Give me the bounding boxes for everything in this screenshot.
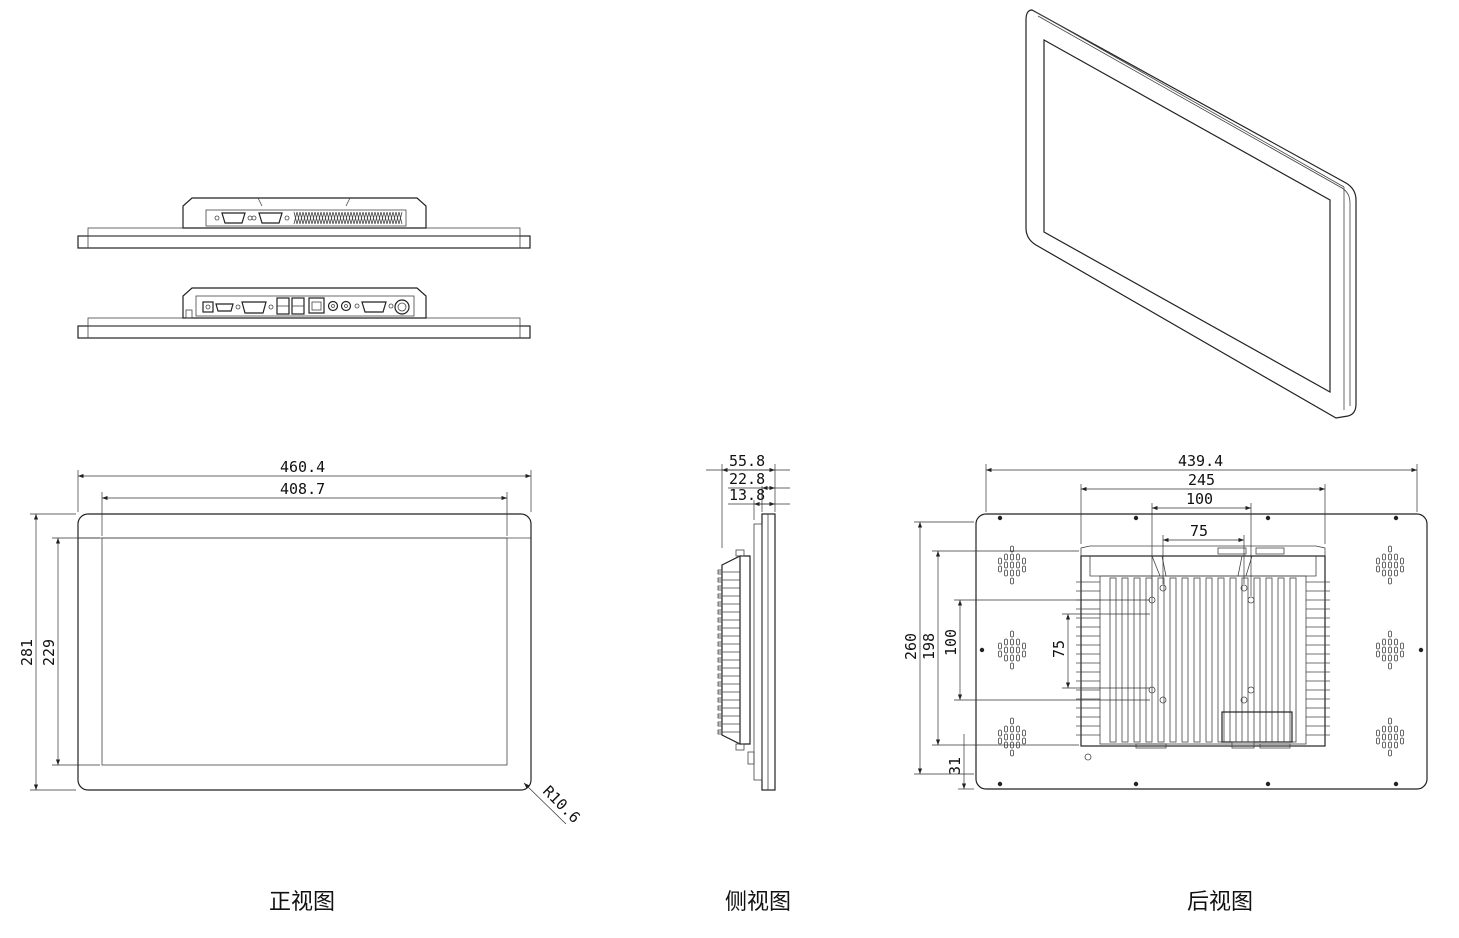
- dim-side-depth-mid: 22.8: [729, 470, 765, 488]
- speaker-grilles: [998, 545, 1404, 757]
- top-view-lower: [77, 287, 531, 339]
- dim-rear-vesa-100-v: 100: [942, 629, 960, 656]
- top-view-upper: [77, 197, 531, 249]
- serial-port-icon: [214, 212, 253, 224]
- screw-holes: [979, 515, 1424, 787]
- front-view: 460.4 408.7 281 229 R10.6: [18, 458, 584, 827]
- dim-front-width-outer: 460.4: [280, 458, 325, 476]
- dim-rear-width-outer: 439.4: [1178, 452, 1223, 470]
- heatsink-fins: [717, 569, 740, 735]
- dim-front-height-outer: 281: [18, 639, 36, 666]
- dim-rear-vesa-75-v: 75: [1050, 640, 1068, 658]
- dim-rear-width-mount: 245: [1188, 471, 1215, 489]
- side-view: 55.8 22.8 13.8: [706, 452, 790, 791]
- front-view-label: 正视图: [268, 890, 335, 915]
- dim-rear-bottom-offset: 31: [946, 757, 964, 775]
- dim-front-width-screen: 408.7: [280, 480, 325, 498]
- serial-port-icon: [251, 212, 290, 224]
- ethernet-port-icon: [308, 297, 325, 314]
- vent-grille: [293, 211, 403, 225]
- audio-jack-icon: [340, 300, 352, 312]
- usb-port-icon: [276, 297, 305, 315]
- dim-rear-height-198: 198: [920, 633, 938, 660]
- audio-jack-icon: [327, 300, 339, 312]
- serial-port-icon: [354, 301, 394, 313]
- rear-view-label: 后视图: [1186, 890, 1253, 915]
- heatsink-module: [1076, 545, 1330, 761]
- side-view-label: 侧视图: [724, 890, 791, 915]
- dim-rear-vesa-100-h: 100: [1186, 490, 1213, 508]
- isometric-view: [1025, 9, 1357, 419]
- dim-front-height-screen: 229: [40, 639, 58, 666]
- rear-view: 439.4 245 100 75 260 198 100 75 31: [902, 452, 1428, 790]
- vga-port-icon: [235, 301, 274, 314]
- power-button-icon: [394, 299, 410, 315]
- dim-rear-height-260: 260: [902, 633, 920, 660]
- dc-jack-icon: [202, 301, 214, 313]
- hdmi-port-icon: [215, 303, 234, 312]
- dim-rear-vesa-75-h: 75: [1190, 522, 1208, 540]
- dim-side-depth-panel: 13.8: [729, 486, 765, 504]
- dim-side-depth-total: 55.8: [729, 452, 765, 470]
